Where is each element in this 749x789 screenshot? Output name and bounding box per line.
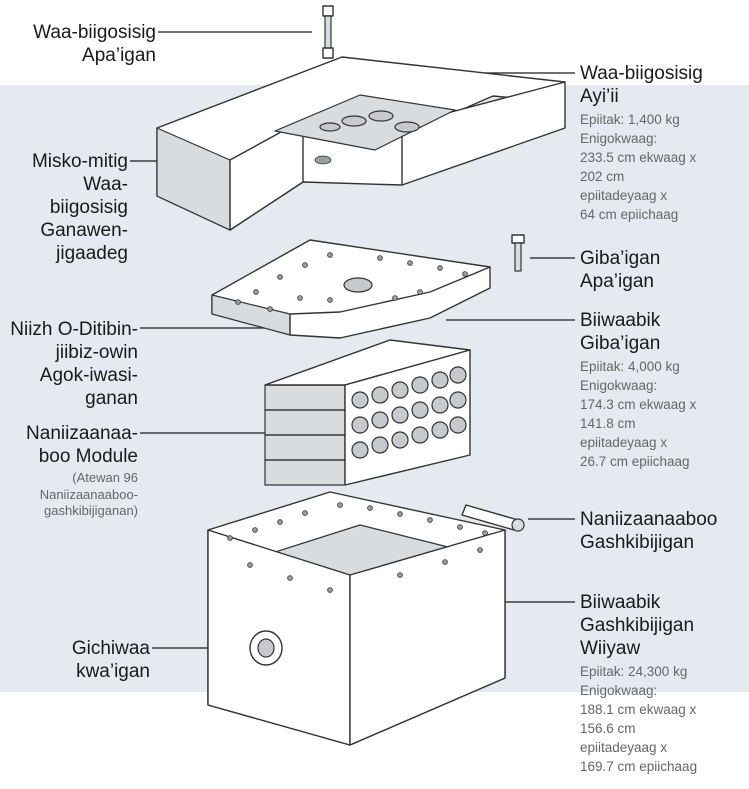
label-lifting-lugs: Misko-mitig Waa- biigosisig Ganawen- jig…	[8, 150, 128, 265]
label-fuel-container-text: Naniizaanaaboo Gashkibijigan	[580, 509, 718, 553]
shield-plug-spec: Epiitak: 4,000 kg Enigokwaag: 174.3 cm e…	[580, 359, 697, 469]
label-top-bolt: Waa-biigosisig Apa’igan	[8, 21, 156, 67]
closure-lid-spec: Epiitak: 1,400 kg Enigokwaag: 233.5 cm e…	[580, 112, 697, 222]
shield-bolt-part	[511, 234, 525, 272]
label-closure-lid-text: Waa-biigosisig Ayi’ii	[580, 63, 703, 107]
label-shield-bolt: Giba’igan Apa’igan	[580, 247, 745, 293]
label-shield-bolt-text: Giba’igan Apa’igan	[580, 248, 661, 292]
label-closure-lid: Waa-biigosisig Ayi’ii Epiitak: 1,400 kg …	[580, 62, 745, 224]
label-fuel-module: Naniizaanaa- boo Module (Atewan 96 Nanii…	[8, 422, 138, 520]
label-shield-plug-text: Biiwaabik Giba’igan	[580, 310, 661, 354]
fuel-module-part	[264, 339, 471, 486]
top-bolt-part	[322, 5, 334, 59]
label-shield-plug: Biiwaabik Giba’igan Epiitak: 4,000 kg En…	[580, 309, 745, 471]
shield-plug-part	[211, 239, 491, 339]
label-container-body: Biiwaabik Gashkibijigan Wiiyaw Epiitak: …	[580, 591, 745, 776]
label-fuel-container: Naniizaanaaboo Gashkibijigan	[580, 508, 745, 554]
label-fuel-module-text: Naniizaanaa- boo Module	[26, 423, 138, 467]
label-baffle-plate-text: Niizh O-Ditibin- jiibiz-owin Agok-iwasi-…	[10, 319, 138, 409]
label-vent-port-text: Gichiwaa kwa’igan	[71, 638, 150, 682]
label-top-bolt-text: Waa-biigosisig Apa’igan	[33, 22, 156, 66]
fuel-module-note: (Atewan 96 Naniizaanaaboo- gashkibijigan…	[39, 470, 138, 518]
label-lifting-lugs-text: Misko-mitig Waa- biigosisig Ganawen- jig…	[31, 151, 128, 264]
container-body-part	[207, 491, 506, 746]
closure-lid-part	[156, 56, 566, 231]
label-baffle-plate: Niizh O-Ditibin- jiibiz-owin Agok-iwasi-…	[8, 318, 138, 410]
fuel-container-part	[461, 504, 525, 532]
label-vent-port: Gichiwaa kwa’igan	[8, 637, 150, 683]
label-container-body-text: Biiwaabik Gashkibijigan Wiiyaw	[580, 592, 695, 659]
container-body-spec: Epiitak: 24,300 kg Enigokwaag: 188.1 cm …	[580, 664, 698, 774]
